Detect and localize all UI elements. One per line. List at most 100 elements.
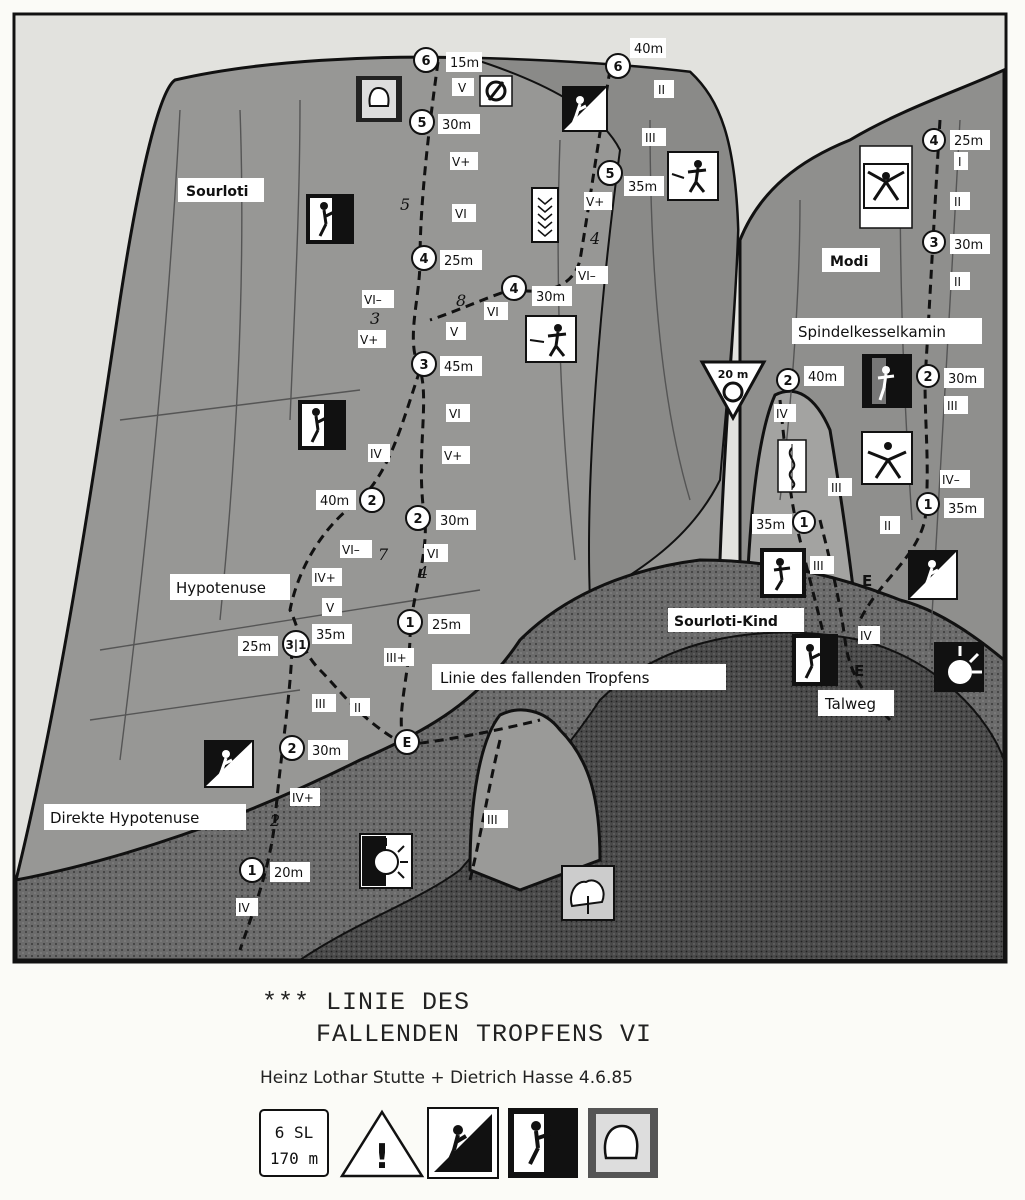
topo-icons: 20 m (204, 75, 984, 921)
face-climber-icon (508, 1108, 578, 1178)
sun-exposure-icon (934, 642, 984, 692)
fist-crack-icon (588, 1108, 658, 1178)
bolt-mark: 2 (269, 811, 280, 830)
grade-labels: V II III V+ VI V+ VI– VI– VI V V+ VI V+ … (236, 78, 970, 916)
grade: V+ (444, 449, 462, 463)
grade: III (645, 131, 656, 145)
bolt-markers: 5 4 8 3 7 4 2 (269, 195, 600, 830)
grade: III (487, 813, 498, 827)
belay-number: 6 (421, 54, 430, 69)
bolt-mark: 4 (589, 229, 600, 248)
no-go-icon (479, 75, 513, 107)
grade: IV (238, 901, 251, 915)
grade: IV (370, 447, 383, 461)
grade: VI (455, 207, 467, 221)
belay-length: 30m (954, 238, 983, 253)
belay-number: 1 (405, 616, 414, 631)
grade: VI– (342, 543, 360, 557)
belay-length: 35m (628, 180, 657, 195)
belay-number: 1 (799, 516, 808, 531)
grade: IV (860, 629, 873, 643)
start-marker: E (403, 736, 412, 751)
belay-length: 30m (948, 372, 977, 387)
slab-climber-icon (204, 740, 254, 788)
fist-crack-icon (356, 76, 402, 122)
belay-length: 35m (756, 518, 785, 533)
chimney-icon (531, 187, 559, 243)
grade: V (458, 81, 467, 95)
grade: III (831, 481, 842, 495)
face-climber-icon (792, 634, 838, 686)
grade: II (954, 275, 961, 289)
belay-length: 30m (440, 514, 469, 529)
descent-sign-label: 20 m (718, 368, 749, 381)
face-climber-icon (306, 194, 354, 244)
route-lower (468, 739, 502, 881)
abseil-icon (777, 439, 807, 493)
legend: 6 SL 170 m ! (259, 1107, 658, 1179)
belay-number: 2 (923, 370, 932, 385)
belay-number: 3|1 (285, 638, 306, 652)
descent-sign-icon: 20 m (699, 360, 767, 422)
grade: IV– (942, 473, 960, 487)
legend-pitch-box: 6 SL 170 m (259, 1109, 329, 1177)
legend-length: 170 m (270, 1149, 318, 1168)
belay-length: 25m (954, 134, 983, 149)
belay-number: 2 (287, 742, 296, 757)
grade: I (958, 155, 962, 169)
slab-climber-icon (908, 550, 958, 600)
belay-number: 2 (367, 494, 376, 509)
grade: VI– (578, 269, 596, 283)
belay-number: 5 (417, 116, 426, 131)
label-talweg: Talweg (824, 695, 876, 713)
belay-length: 25m (444, 254, 473, 269)
grade: II (354, 701, 361, 715)
route-approach (404, 718, 541, 747)
face-climber-icon (760, 548, 806, 598)
grade: IV (776, 407, 789, 421)
belay-number: 6 (613, 60, 622, 75)
belay-length: 30m (536, 290, 565, 305)
grade: V+ (586, 195, 604, 209)
belay-length: 40m (320, 494, 349, 509)
label-modi: Modi (830, 254, 868, 270)
belay-number: 4 (509, 282, 518, 297)
grade: III+ (386, 651, 407, 665)
grade: VI– (364, 293, 382, 307)
belay-number: 2 (413, 512, 422, 527)
route-sourloti (429, 69, 612, 322)
grade: II (884, 519, 891, 533)
label-direkte-hypotenuse: Direkte Hypotenuse (50, 809, 199, 827)
label-sourloti: Sourloti (186, 184, 248, 200)
start-marker: E (862, 572, 872, 590)
grade: III (947, 399, 958, 413)
belay-length: 25m (432, 618, 461, 633)
slab-climber-icon (427, 1107, 499, 1179)
slab-climber-icon (562, 86, 608, 132)
belay-length: 20m (274, 866, 303, 881)
belay-number: 3 (419, 358, 428, 373)
grade: IV+ (292, 791, 314, 805)
belay-length: 45m (444, 360, 473, 375)
route-direkte-hypotenuse (238, 649, 294, 951)
grade: V+ (360, 333, 378, 347)
grade: III (315, 697, 326, 711)
belay-length: 15m (450, 56, 479, 71)
traverse-icon (525, 315, 577, 363)
belay-number: 4 (929, 134, 938, 149)
label-spindelkesselkamin: Spindelkesselkamin (798, 323, 946, 341)
belay-length: 25m (242, 640, 271, 655)
belay-number: 3 (929, 236, 938, 251)
warning-icon: ! (339, 1109, 425, 1178)
belay-number: 2 (783, 374, 792, 389)
start-marker: E (854, 662, 864, 680)
bolt-mark: 7 (378, 545, 389, 564)
belay-length: 35m (948, 502, 977, 517)
belay-number: 4 (419, 252, 428, 267)
stemming-icon (859, 145, 913, 229)
belay-length: 40m (808, 370, 837, 385)
grade: II (658, 83, 665, 97)
bolt-mark: 3 (370, 309, 380, 328)
bolt-mark: 8 (456, 291, 466, 310)
